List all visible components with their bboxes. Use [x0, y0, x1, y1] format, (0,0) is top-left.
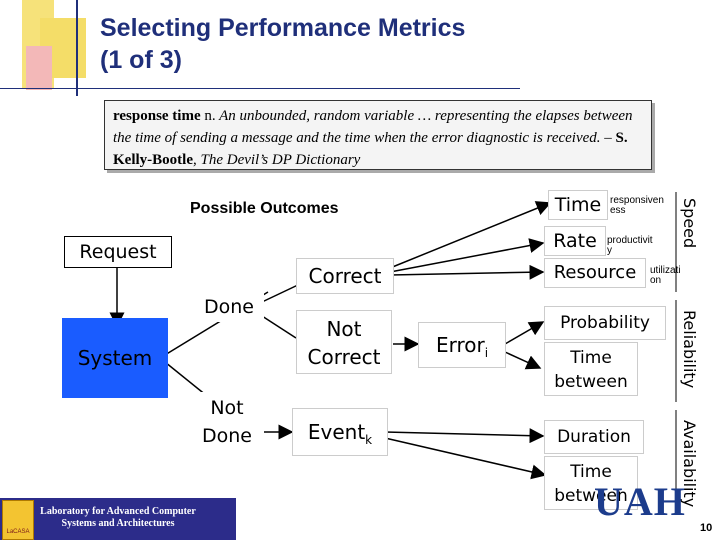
- event-subscript: k: [365, 433, 373, 447]
- productivity-label: productivit y: [607, 236, 653, 256]
- done-box: Done: [194, 292, 264, 322]
- slide-title: Selecting Performance Metrics (1 of 3): [100, 12, 465, 76]
- quote-term: response time: [113, 108, 201, 124]
- quote-definition: An unbounded, random variable … represen…: [113, 108, 633, 146]
- reliability-label: Reliability: [680, 310, 699, 389]
- line-done-notcorrect: [261, 315, 297, 339]
- arrow-event-duration: [384, 428, 545, 444]
- not-correct-line-2: Correct: [307, 345, 381, 369]
- decor-horizontal-line: [0, 88, 520, 89]
- event-box: Eventk: [292, 408, 388, 456]
- responsiveness-line-2: ess: [610, 205, 626, 216]
- time-box: Time: [548, 190, 608, 220]
- arrow-correct-time: [389, 201, 552, 269]
- not-done-line-2: Done: [202, 425, 252, 447]
- productivity-line-2: y: [607, 245, 612, 256]
- quote-dash: –: [600, 130, 616, 146]
- arrow-error-timebetween: [504, 351, 542, 370]
- quote-pos: n.: [200, 108, 216, 124]
- not-done-box: Not Done: [192, 392, 262, 452]
- title-line-2: (1 of 3): [100, 46, 182, 74]
- productivity-line-1: productivit: [607, 235, 653, 246]
- arrow-event-timebetween: [384, 437, 547, 480]
- definition-quote: response time n. An unbounded, random va…: [104, 100, 652, 170]
- time-between-box-2: Time between: [544, 456, 638, 510]
- utilization-line-1: utilizati: [650, 265, 681, 276]
- arrow-error-probability: [504, 321, 545, 345]
- lab-logo-text: LaCASA: [6, 529, 30, 535]
- error-subscript: i: [484, 346, 489, 360]
- time-between-2-line-2: between: [554, 486, 628, 506]
- utilization-line-2: on: [650, 275, 662, 286]
- error-label: Error: [435, 333, 485, 357]
- possible-outcomes-label: Possible Outcomes: [190, 200, 339, 217]
- arrow-correct-rate: [389, 238, 545, 273]
- responsiveness-label: responsiven ess: [610, 196, 664, 216]
- lab-banner: Laboratory for Advanced Computer Systems…: [0, 498, 236, 540]
- responsiveness-line-1: responsiven: [610, 195, 664, 206]
- error-box: Errori: [418, 322, 506, 368]
- system-box: System: [62, 318, 168, 398]
- arrow-correct-resource: [389, 264, 545, 280]
- quote-author: S. Kelly-Bootle: [113, 130, 628, 168]
- time-between-2-line-1: Time: [570, 462, 612, 482]
- quote-sep: ,: [192, 152, 201, 168]
- not-correct-box: Not Correct: [296, 310, 392, 374]
- not-done-line-1: Not: [210, 397, 244, 419]
- not-correct-line-1: Not: [326, 317, 362, 341]
- slide-number: 10: [700, 522, 713, 534]
- utilization-label: utilizati on: [650, 266, 681, 286]
- probability-box: Probability: [544, 306, 666, 340]
- decor-red-block: [26, 46, 52, 90]
- lab-line-2: Systems and Architectures: [61, 518, 175, 529]
- speed-label: Speed: [680, 198, 699, 249]
- request-box: Request: [64, 236, 172, 268]
- resource-box: Resource: [544, 258, 646, 288]
- correct-box: Correct: [296, 258, 394, 294]
- duration-box: Duration: [544, 420, 644, 454]
- line-done-correct: [261, 283, 301, 303]
- time-between-line-1: Time: [570, 348, 612, 368]
- availability-label: Availability: [680, 420, 699, 508]
- decor-vertical-line: [76, 0, 78, 96]
- lab-line-1: Laboratory for Advanced Computer: [40, 506, 196, 517]
- event-label: Event: [307, 420, 366, 444]
- time-between-box: Time between: [544, 342, 638, 396]
- time-between-line-2: between: [554, 372, 628, 392]
- title-line-1: Selecting Performance Metrics: [100, 14, 466, 42]
- lab-logo-icon: LaCASA: [2, 500, 34, 540]
- rate-box: Rate: [544, 226, 606, 256]
- university-logo: UAH: [594, 479, 686, 524]
- quote-source: The Devil’s DP Dictionary: [200, 152, 361, 168]
